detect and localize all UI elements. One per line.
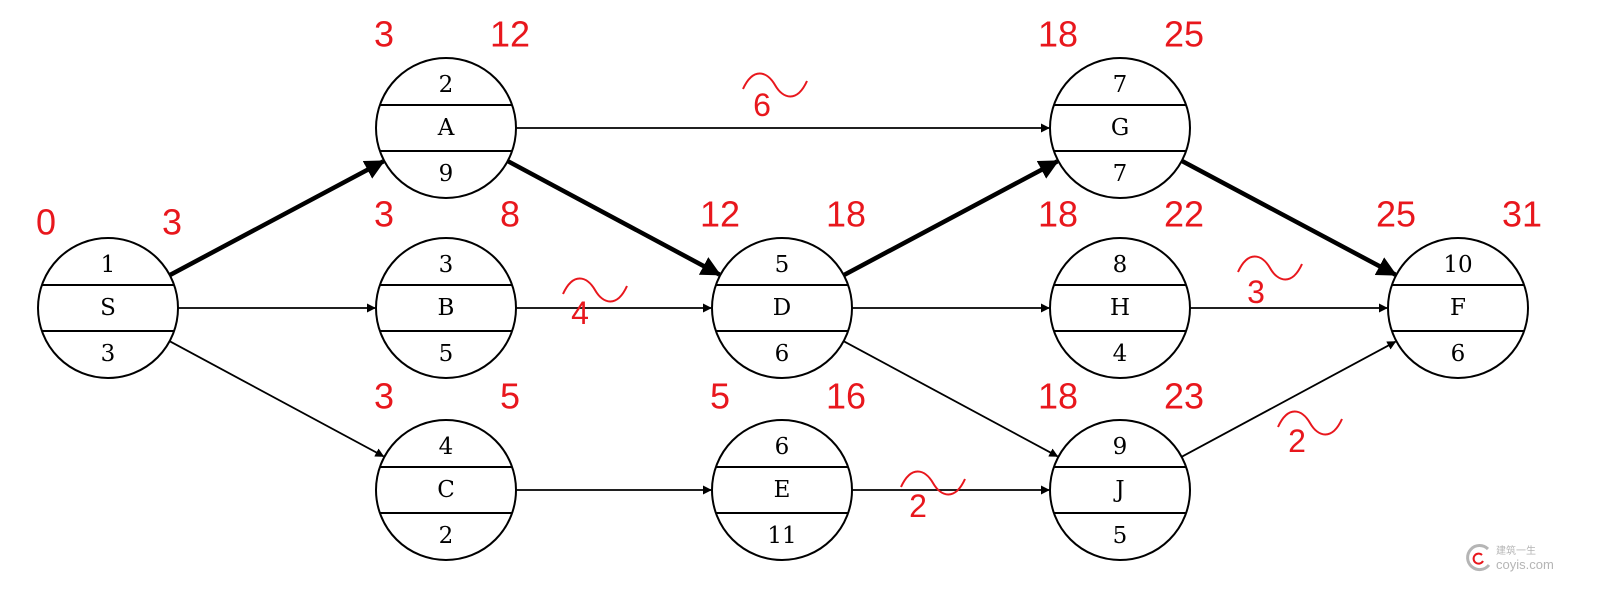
watermark-logo xyxy=(1466,544,1491,572)
early-start-h: 18 xyxy=(1038,194,1078,235)
float-value-e-j: 2 xyxy=(909,488,927,524)
node-b: 3B 5 xyxy=(375,237,517,379)
node-circle xyxy=(37,237,179,379)
watermark: 建筑一生 coyis.com xyxy=(1466,544,1554,572)
early-start-s: 0 xyxy=(36,202,56,243)
node-label: E xyxy=(774,477,791,503)
node-label: C xyxy=(437,477,455,503)
node-duration: 3 xyxy=(101,341,116,367)
node-c: 4C 2 xyxy=(375,419,517,561)
node-circle xyxy=(375,419,517,561)
node-label: B xyxy=(438,295,455,321)
node-circle xyxy=(711,419,853,561)
float-value-a-g: 6 xyxy=(753,87,771,123)
early-finish-f: 31 xyxy=(1502,194,1542,235)
node-duration: 6 xyxy=(1451,341,1466,367)
early-start-d: 12 xyxy=(700,194,740,235)
node-circle xyxy=(1049,57,1191,199)
float-mark-b-d xyxy=(562,277,628,303)
early-finish-b: 8 xyxy=(500,194,520,235)
edge-s-c xyxy=(169,340,385,458)
node-label: S xyxy=(100,295,116,321)
node-label: A xyxy=(437,115,455,141)
edge-g-f xyxy=(1180,158,1398,277)
float-mark-j-f xyxy=(1277,410,1343,436)
node-s: 1S 3 xyxy=(37,237,179,379)
early-start-b: 3 xyxy=(374,194,394,235)
early-start-f: 25 xyxy=(1376,194,1416,235)
node-duration: 11 xyxy=(767,523,796,549)
node-duration: 4 xyxy=(1113,341,1128,367)
node-label: H xyxy=(1110,295,1130,321)
watermark-cn: 建筑一生 xyxy=(1496,544,1536,557)
early-start-c: 3 xyxy=(374,376,394,417)
early-finish-e: 16 xyxy=(826,376,866,417)
node-duration: 7 xyxy=(1113,161,1128,187)
node-d: 5D 6 xyxy=(711,237,853,379)
early-finish-g: 25 xyxy=(1164,14,1204,55)
early-start-a: 3 xyxy=(374,14,394,55)
node-number: 10 xyxy=(1443,252,1472,278)
node-circle xyxy=(1387,237,1529,379)
node-label: J xyxy=(1113,477,1124,503)
early-start-j: 18 xyxy=(1038,376,1078,417)
node-number: 8 xyxy=(1113,252,1128,278)
node-number: 3 xyxy=(439,252,454,278)
edges-layer xyxy=(168,123,1398,495)
float-mark-a-g xyxy=(742,72,808,98)
float-value-b-d: 4 xyxy=(571,295,589,331)
early-start-e: 5 xyxy=(710,376,730,417)
early-finish-j: 23 xyxy=(1164,376,1204,417)
node-circle xyxy=(711,237,853,379)
early-finish-h: 22 xyxy=(1164,194,1204,235)
early-finish-c: 5 xyxy=(500,376,520,417)
node-circle xyxy=(1049,237,1191,379)
edge-s-a xyxy=(168,159,386,278)
edge-d-j xyxy=(843,340,1059,458)
float-value-j-f: 2 xyxy=(1288,423,1306,459)
node-number: 9 xyxy=(1113,434,1128,460)
watermark-en: coyis.com xyxy=(1496,557,1554,572)
node-number: 1 xyxy=(101,252,116,278)
node-h: 8H 4 xyxy=(1049,237,1191,379)
node-e: 6E 11 xyxy=(711,419,853,561)
node-duration: 5 xyxy=(439,341,454,367)
node-f: 10F 6 xyxy=(1387,237,1529,379)
node-circle xyxy=(1049,419,1191,561)
early-finish-d: 18 xyxy=(826,194,866,235)
node-label: G xyxy=(1111,115,1129,141)
node-duration: 2 xyxy=(439,523,454,549)
node-label: D xyxy=(773,295,791,321)
node-circle xyxy=(375,237,517,379)
node-label: F xyxy=(1450,295,1466,321)
node-number: 7 xyxy=(1113,72,1128,98)
edge-a-d xyxy=(506,159,722,277)
node-duration: 5 xyxy=(1113,523,1128,549)
node-g: 7G7 xyxy=(1049,57,1191,199)
float-mark-e-j xyxy=(900,470,966,496)
node-duration: 9 xyxy=(439,161,454,187)
node-number: 2 xyxy=(439,72,454,98)
early-finish-a: 12 xyxy=(490,14,530,55)
node-circle xyxy=(375,57,517,199)
node-number: 5 xyxy=(775,252,790,278)
node-duration: 6 xyxy=(775,341,790,367)
float-mark-h-f xyxy=(1237,255,1303,281)
node-number: 6 xyxy=(775,434,790,460)
float-value-h-f: 3 xyxy=(1247,274,1265,310)
node-number: 4 xyxy=(439,434,454,460)
node-j: 9J 5 xyxy=(1049,419,1191,561)
early-finish-s: 3 xyxy=(162,202,182,243)
early-start-g: 18 xyxy=(1038,14,1078,55)
node-a: 2A 9 xyxy=(375,57,517,199)
edge-j-f xyxy=(1181,340,1397,458)
edge-d-g xyxy=(842,159,1060,278)
